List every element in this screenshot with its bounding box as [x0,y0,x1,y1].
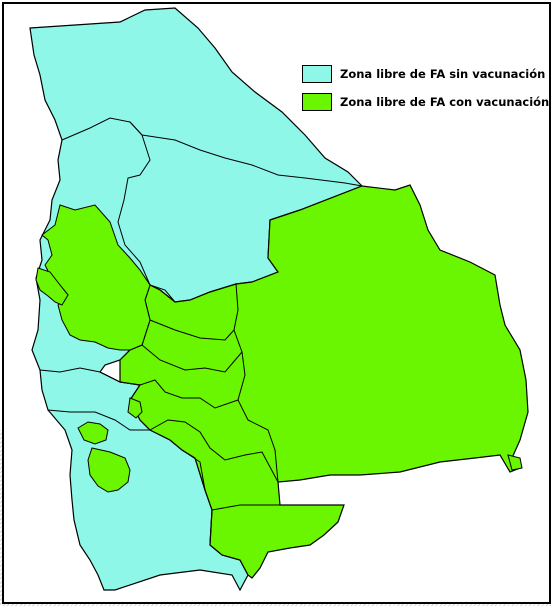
eastern-lake-region[interactable] [507,454,523,471]
map-legend: Zona libre de FA sin vacunación Zona lib… [302,62,549,118]
legend-swatch-with-vaccination [302,93,332,111]
legend-swatch-without-vaccination [302,65,332,83]
western-highland-region[interactable] [41,204,151,351]
small-green-region[interactable] [127,397,143,419]
southwest-green-region[interactable] [87,447,131,493]
department-borders [39,117,363,546]
lake-shore-region[interactable] [35,267,69,306]
legend-label-without-vaccination: Zona libre de FA sin vacunación [340,67,546,81]
legend-item-without-vaccination: Zona libre de FA sin vacunación [302,62,546,86]
salt-flat-region[interactable] [77,421,109,445]
legend-label-with-vaccination: Zona libre de FA con vacunación [340,95,550,109]
legend-item-with-vaccination: Zona libre de FA con vacunación [302,90,549,114]
